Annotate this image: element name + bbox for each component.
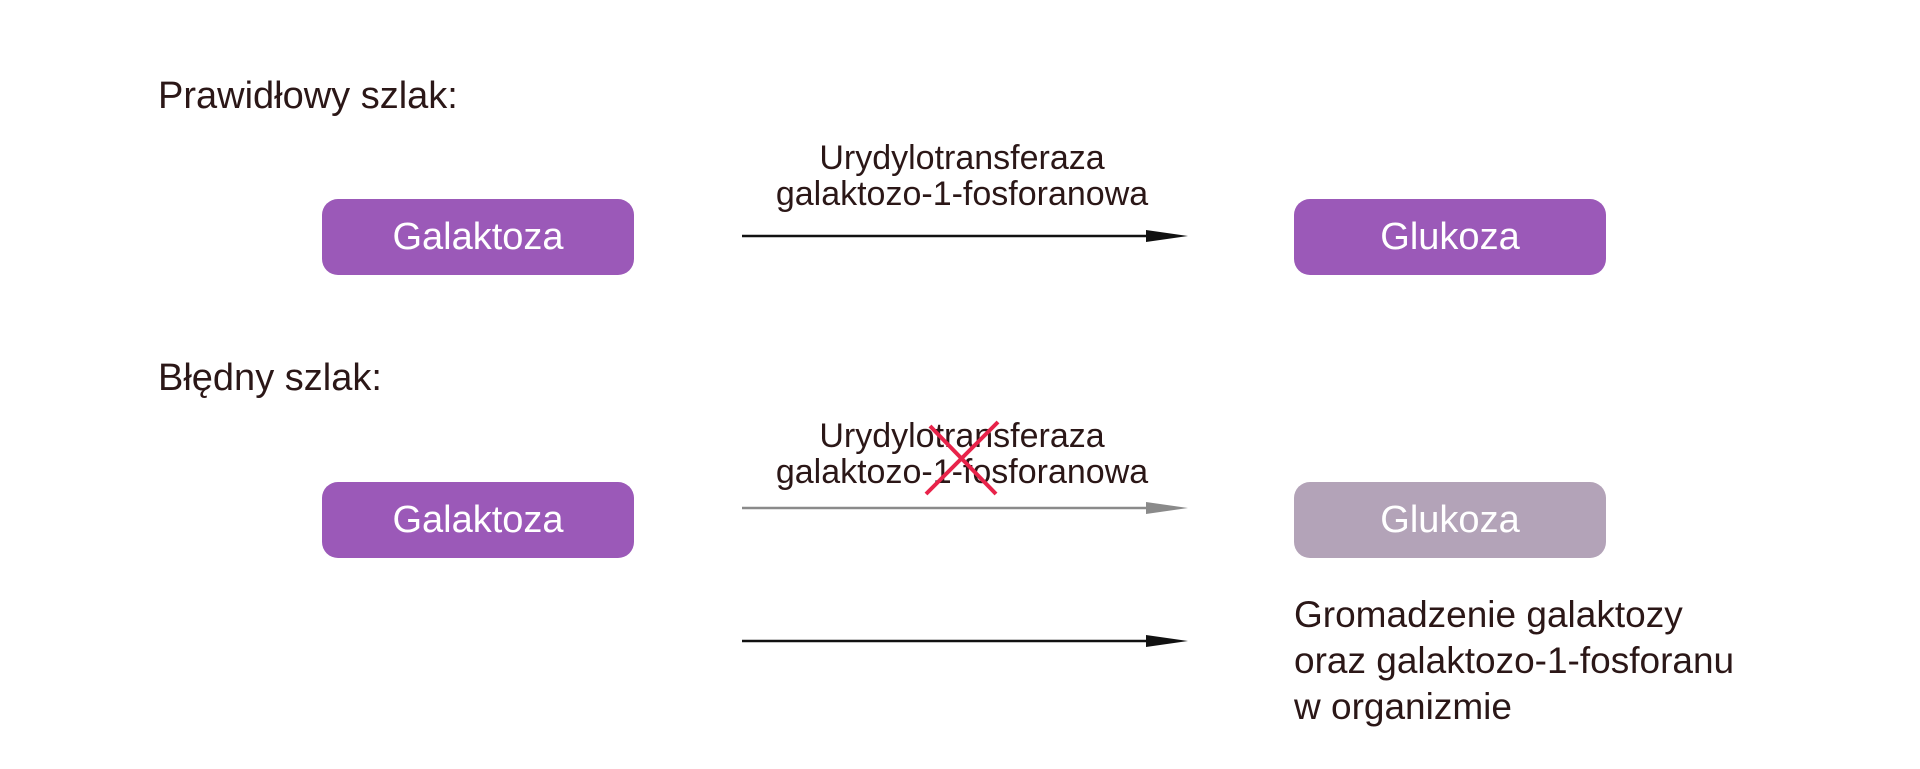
correct-source-node: Galaktoza	[322, 199, 634, 275]
faulty-source-label: Galaktoza	[392, 498, 564, 541]
correct-reaction-arrow	[742, 230, 1188, 242]
result-line3: w organizmie	[1294, 686, 1512, 727]
faulty-reaction-arrow	[742, 502, 1188, 514]
accumulation-result-text: Gromadzenie galaktozy oraz galaktozo-1-f…	[1294, 592, 1734, 730]
correct-source-label: Galaktoza	[392, 215, 564, 258]
faulty-source-node: Galaktoza	[322, 482, 634, 558]
correct-pathway-title: Prawidłowy szlak:	[158, 75, 458, 117]
accumulation-arrow	[742, 635, 1188, 647]
result-line1: Gromadzenie galaktozy	[1294, 594, 1683, 635]
faulty-target-label: Glukoza	[1380, 498, 1520, 541]
blocked-enzyme-cross-icon	[924, 420, 1000, 496]
correct-enzyme-label: Urydylotransferaza galaktozo-1-fosforano…	[732, 140, 1192, 212]
correct-enzyme-line1: Urydylotransferaza	[819, 139, 1105, 177]
correct-enzyme-line2: galaktozo-1-fosforanowa	[775, 175, 1149, 213]
correct-target-label: Glukoza	[1380, 215, 1520, 258]
correct-target-node: Glukoza	[1294, 199, 1606, 275]
result-line2: oraz galaktozo-1-fosforanu	[1294, 640, 1735, 681]
faulty-enzyme-line1: Urydylotransferaza	[819, 417, 1105, 455]
faulty-pathway-title: Błędny szlak:	[158, 357, 382, 399]
faulty-target-node: Glukoza	[1294, 482, 1606, 558]
